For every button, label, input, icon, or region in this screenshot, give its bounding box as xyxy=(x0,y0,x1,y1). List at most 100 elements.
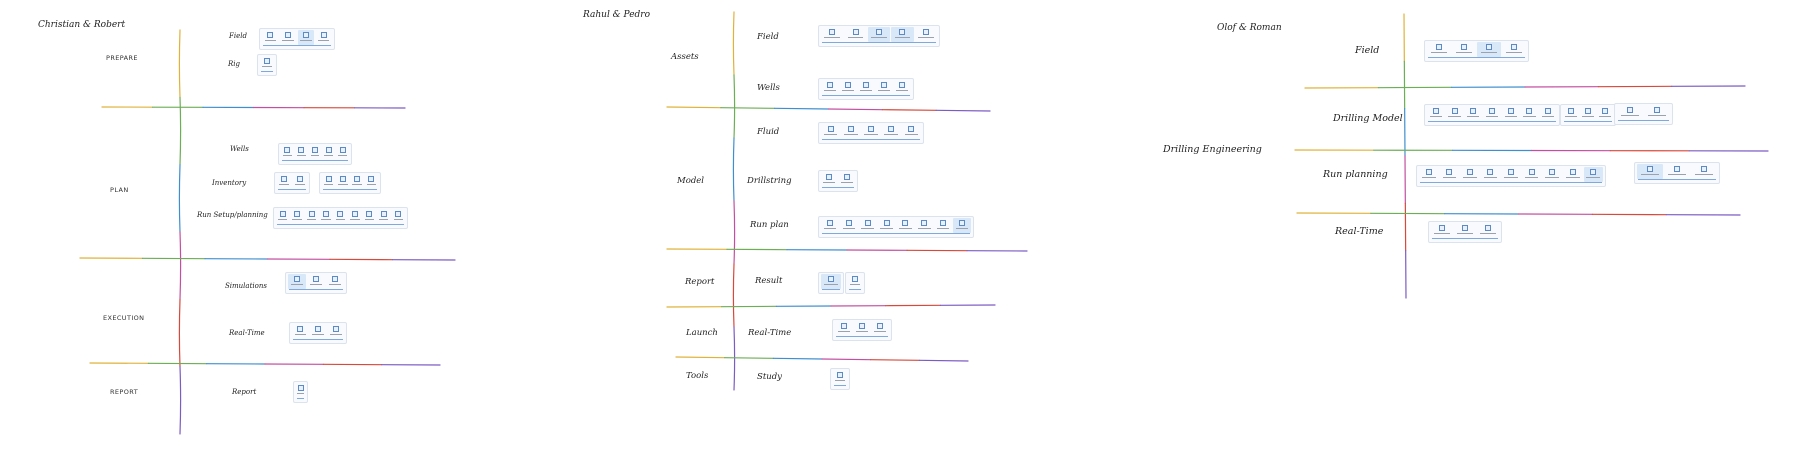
toolbar-tool-icon xyxy=(322,145,335,160)
team-label-1: Christian & Robert xyxy=(38,20,126,30)
toolbar-tool-icon xyxy=(309,145,322,160)
phase-label-model: Model xyxy=(677,176,705,186)
toolbar-tool-icon xyxy=(1644,105,1670,120)
toolbar-thumbnail xyxy=(259,28,335,50)
vertical-divider-2 xyxy=(732,11,736,391)
toolbar-tool-icon xyxy=(1563,106,1579,121)
toolbar-tool-icon xyxy=(336,145,349,160)
toolbar-group-underline xyxy=(1638,179,1716,180)
toolbar-tool-icon xyxy=(365,174,378,189)
toolbar-tool-icon xyxy=(934,218,952,233)
vertical-divider-3 xyxy=(1403,13,1407,299)
toolbar-tool-icon xyxy=(821,124,840,139)
category-label-rig: Rig xyxy=(228,60,240,68)
toolbar-tool-icon xyxy=(310,324,327,339)
toolbar-thumbnail xyxy=(818,78,914,100)
toolbar-thumbnail xyxy=(818,25,940,47)
category-label-result: Result xyxy=(755,276,783,286)
toolbar-tool-icon xyxy=(307,274,325,289)
toolbar-tool-icon xyxy=(1477,223,1499,238)
toolbar-group-underline xyxy=(836,336,888,337)
horizontal-divider-3a xyxy=(1304,85,1746,89)
toolbar-tool-icon xyxy=(290,209,303,224)
toolbar-tool-icon xyxy=(295,145,308,160)
toolbar-group-underline xyxy=(822,42,936,43)
toolbar-thumbnail xyxy=(1424,104,1560,126)
category-label-real-time: Real-Time xyxy=(1335,226,1384,237)
toolbar-tool-icon xyxy=(1522,167,1542,182)
toolbar-thumbnail xyxy=(818,170,858,192)
toolbar-thumbnail xyxy=(278,143,352,165)
toolbar-group-underline xyxy=(323,189,377,190)
phase-label-launch: Launch xyxy=(686,328,718,338)
toolbar-thumbnail xyxy=(273,207,408,229)
category-label-wells: Wells xyxy=(230,145,249,153)
toolbar-tool-icon xyxy=(1502,106,1520,121)
toolbar-thumbnail xyxy=(257,54,277,76)
horizontal-divider-3c xyxy=(1296,212,1741,216)
category-label-real-time: Real-Time xyxy=(748,328,792,338)
toolbar-tool-icon xyxy=(915,27,937,42)
toolbar-thumbnail xyxy=(818,272,844,294)
toolbar-tool-icon xyxy=(315,30,332,45)
toolbar-tool-icon xyxy=(821,274,841,289)
toolbar-tool-icon xyxy=(891,27,914,42)
team-label-2: Rahul & Pedro xyxy=(583,10,651,20)
toolbar-thumbnail xyxy=(1560,104,1616,126)
toolbar-tool-icon xyxy=(859,218,877,233)
category-label-drilling-model: Drilling Model xyxy=(1333,113,1403,124)
toolbar-tool-icon xyxy=(853,321,870,336)
toolbar-tool-icon xyxy=(1617,105,1643,120)
toolbar-tool-icon xyxy=(861,124,880,139)
toolbar-tool-icon xyxy=(857,80,874,95)
phase-label-report: REPORT xyxy=(110,388,139,396)
toolbar-tool-icon xyxy=(334,209,347,224)
phase-label-report: Report xyxy=(685,277,715,287)
toolbar-tool-icon xyxy=(1637,164,1663,179)
toolbar-tool-icon xyxy=(876,80,893,95)
toolbar-tool-icon xyxy=(1460,167,1480,182)
category-label-simulations: Simulations xyxy=(225,282,267,290)
phase-label-prepare: PREPARE xyxy=(106,54,138,62)
toolbar-tool-icon xyxy=(1501,167,1521,182)
category-label-report: Report xyxy=(232,388,257,396)
toolbar-thumbnail xyxy=(1634,162,1720,184)
toolbar-group-underline xyxy=(282,160,348,161)
toolbar-tool-icon xyxy=(260,56,274,71)
toolbar-tool-icon xyxy=(839,80,856,95)
toolbar-tool-icon xyxy=(833,370,847,385)
horizontal-divider-1a xyxy=(101,106,406,109)
toolbar-tool-icon xyxy=(872,321,889,336)
toolbar-tool-icon xyxy=(1452,42,1476,57)
toolbar-thumbnail xyxy=(1428,221,1502,243)
phase-label-plan: PLAN xyxy=(110,186,129,194)
toolbar-group-underline xyxy=(822,187,854,188)
toolbar-tool-icon xyxy=(280,30,297,45)
toolbar-tool-icon xyxy=(844,27,866,42)
toolbar-tool-icon xyxy=(319,209,332,224)
vertical-divider-1 xyxy=(178,29,182,435)
category-label-drillstring: Drillstring xyxy=(747,176,792,186)
toolbar-tool-icon xyxy=(336,174,349,189)
toolbar-group-underline xyxy=(1432,238,1498,239)
toolbar-tool-icon xyxy=(288,274,306,289)
toolbar-group-underline xyxy=(1428,121,1556,122)
toolbar-thumbnail xyxy=(832,319,892,341)
toolbar-thumbnail xyxy=(293,381,308,403)
toolbar-tool-icon xyxy=(1477,42,1501,57)
toolbar-group-underline xyxy=(277,224,404,225)
category-label-real-time: Real-Time xyxy=(229,329,265,337)
toolbar-tool-icon xyxy=(326,274,344,289)
toolbar-tool-icon xyxy=(835,321,852,336)
phase-label-drilling-engineering: Drilling Engineering xyxy=(1163,144,1262,155)
toolbar-group-underline xyxy=(263,45,331,46)
toolbar-thumbnail xyxy=(274,172,310,194)
toolbar-tool-icon xyxy=(363,209,376,224)
toolbar-tool-icon xyxy=(1691,164,1717,179)
toolbar-tool-icon xyxy=(1419,167,1439,182)
horizontal-divider-2a xyxy=(666,106,991,112)
toolbar-tool-icon xyxy=(392,209,405,224)
toolbar-tool-icon xyxy=(276,209,289,224)
toolbar-tool-icon xyxy=(322,174,335,189)
